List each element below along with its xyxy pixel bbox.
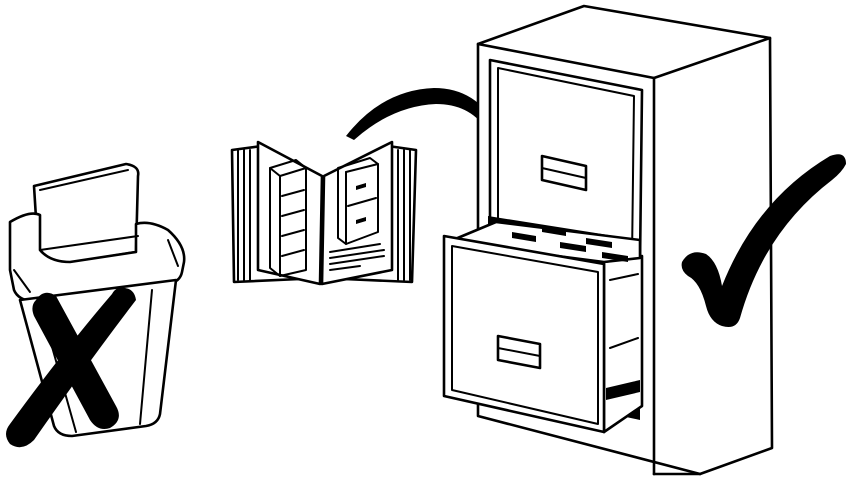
cross-mark-icon (6, 287, 136, 448)
manual-book-icon (230, 140, 418, 286)
check-mark-icon (681, 154, 846, 327)
filing-cabinet-icon (442, 4, 774, 476)
